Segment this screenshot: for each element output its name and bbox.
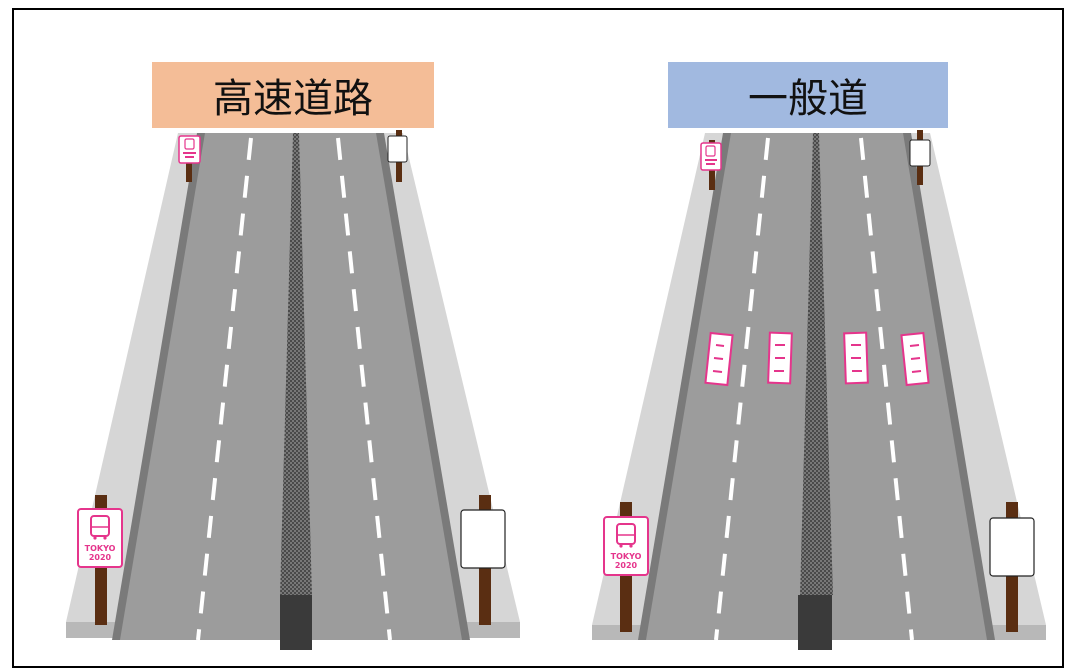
sign-text-line1: TOKYO [611,552,642,561]
median-strip [800,133,833,595]
median-strip [280,133,312,595]
bus-icon [616,523,636,545]
bus-lane-sign-large-left: TOKYO 2020 [77,508,123,568]
sign-text-line2: 2020 [615,561,638,570]
lane-line [859,137,914,641]
blank-sign [909,139,931,167]
bus-icon [184,138,195,150]
lane-line [336,137,392,641]
expressway-title: 高速道路 [152,62,434,128]
bus-icon [90,515,110,537]
bus-icon [705,145,716,157]
bus-lane-sign-small-left [178,135,201,164]
median-block [280,595,312,650]
lane-line [196,137,253,641]
lane-markings [704,331,930,387]
blank-sign [989,517,1035,577]
blank-sign [460,509,506,569]
expressway-road [66,130,520,650]
bus-lane-sign-large-right: TOKYO 2020 [603,516,649,576]
general-road [592,130,1046,650]
bus-lane-sign-small-right [700,142,722,171]
sign-text-line2: 2020 [89,553,112,562]
lane-line [714,137,770,641]
sign-text-line1: TOKYO [85,544,116,553]
general-road-title: 一般道 [668,62,948,128]
blank-sign [387,135,408,163]
median-block [798,595,832,650]
